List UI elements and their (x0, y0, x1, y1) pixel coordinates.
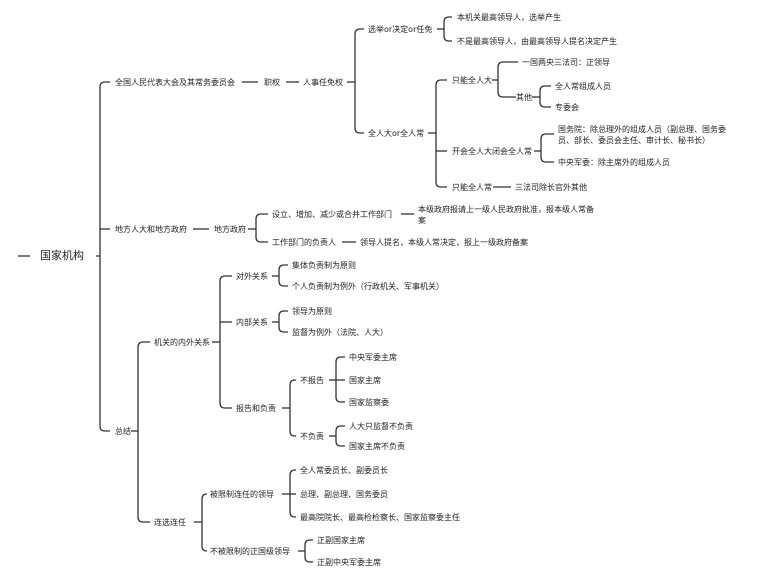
node-external: 对外关系 (236, 270, 268, 282)
node-department-heads: 工作部门的负责人 (272, 236, 336, 248)
connector-line-43 (201, 493, 208, 552)
node-summary: 总结 (115, 425, 131, 437)
node-military-commission: 中央军委：除主席外的组成人员 (558, 156, 670, 168)
node-standing-members: 全人常组成人员 (555, 80, 611, 92)
connector-line-23 (255, 213, 268, 243)
connector-line-12 (435, 79, 447, 188)
node-supervision: 监督为例外（法院、人大） (292, 326, 388, 338)
node-npc-only: 只能全人大 (452, 74, 492, 86)
node-others: 其他 (516, 91, 532, 103)
connector-line-29 (219, 275, 232, 409)
node-top-leaders: 一国两央三法司：正领导 (522, 56, 610, 68)
node-court-procurator: 最高院院长、最高检检察长、国家监察委主任 (300, 511, 460, 523)
node-report-responsibility: 报告和负责 (236, 402, 276, 414)
node-no-report: 不报告 (300, 374, 324, 386)
node-limited: 被限制连任的领导 (210, 488, 274, 500)
node-approval-filing: 本级政府报请上一级人民政府批准，报本级人常备案 (418, 204, 600, 226)
node-supervision-commission: 国家监察委 (349, 396, 389, 408)
node-top-leader-elected: 本机关最高领导人，选举产生 (457, 11, 561, 23)
connector-line-48 (304, 539, 313, 563)
node-leadership: 领导为原则 (292, 305, 332, 317)
node-local-government: 地方政府 (214, 223, 246, 235)
node-not-responsible: 不负责 (300, 430, 324, 442)
node-cmc-chair-vice: 正副中央军委主席 (317, 556, 381, 568)
connector-line-8 (354, 28, 364, 134)
node-president: 国家主席 (349, 374, 381, 386)
node-unlimited: 不被限制的正国级领导 (210, 545, 290, 557)
node-relations: 机关的内外关系 (154, 336, 210, 348)
node-election-mode: 选举or决定or任免 (368, 23, 433, 35)
connector-line-36 (289, 379, 296, 437)
node-appointment-power: 人事任免权 (303, 76, 343, 88)
node-special-committee: 专委会 (555, 101, 579, 113)
node-npc-supervise: 人大只监督不负责 (349, 420, 413, 432)
node-individual: 个人负责制为例外（行政机关、军事机关） (292, 280, 444, 292)
node-courts-others: 三法司除长官外其他 (515, 181, 587, 193)
connector-line-27 (137, 341, 150, 523)
node-internal: 内部关系 (236, 316, 268, 328)
node-non-top-leader: 不是最高领导人，由最高领导人提名决定产生 (457, 35, 617, 47)
node-collective: 集体负责制为原则 (292, 259, 356, 271)
node-president-not-responsible: 国家主席不负责 (349, 440, 405, 452)
node-npc: 全国人民代表大会及其常务委员会 (115, 76, 235, 88)
node-premier: 总理、副总理、国务委员 (300, 488, 388, 500)
connector-line-10 (443, 16, 452, 42)
connector-line-32 (278, 264, 288, 287)
node-standing-chair: 全人常委员长、副委员长 (300, 464, 388, 476)
node-departments-change: 设立、增加、减少或合并工作部门 (272, 208, 392, 220)
node-npc-or-standing: 全人大or全人常 (368, 127, 425, 139)
root-node: 国家机构 (40, 249, 84, 263)
node-reelection: 连选连任 (154, 516, 186, 528)
connector-line-34 (278, 310, 288, 333)
node-local: 地方人大和地方政府 (115, 223, 187, 235)
connector-line-19 (540, 133, 554, 163)
node-cmc-chair: 中央军委主席 (349, 351, 397, 363)
connector-line-17 (539, 85, 551, 108)
connector-line-3 (99, 81, 110, 432)
node-heads-decision: 领导人提名，本级人常决定，报上一级政府备案 (360, 236, 528, 248)
node-session-rule: 开会全人大闭会全人常 (452, 145, 532, 157)
node-standing-only: 只能全人常 (452, 181, 492, 193)
connector-line-15 (497, 61, 518, 98)
node-president-vice: 正副国家主席 (317, 534, 365, 546)
connector-line-41 (335, 425, 345, 447)
node-state-council: 国务院：除总理外的组成人员（副总理、国务委员、部长、委员会主任、审计长、秘书长） (558, 124, 733, 146)
node-powers: 职权 (264, 76, 280, 88)
